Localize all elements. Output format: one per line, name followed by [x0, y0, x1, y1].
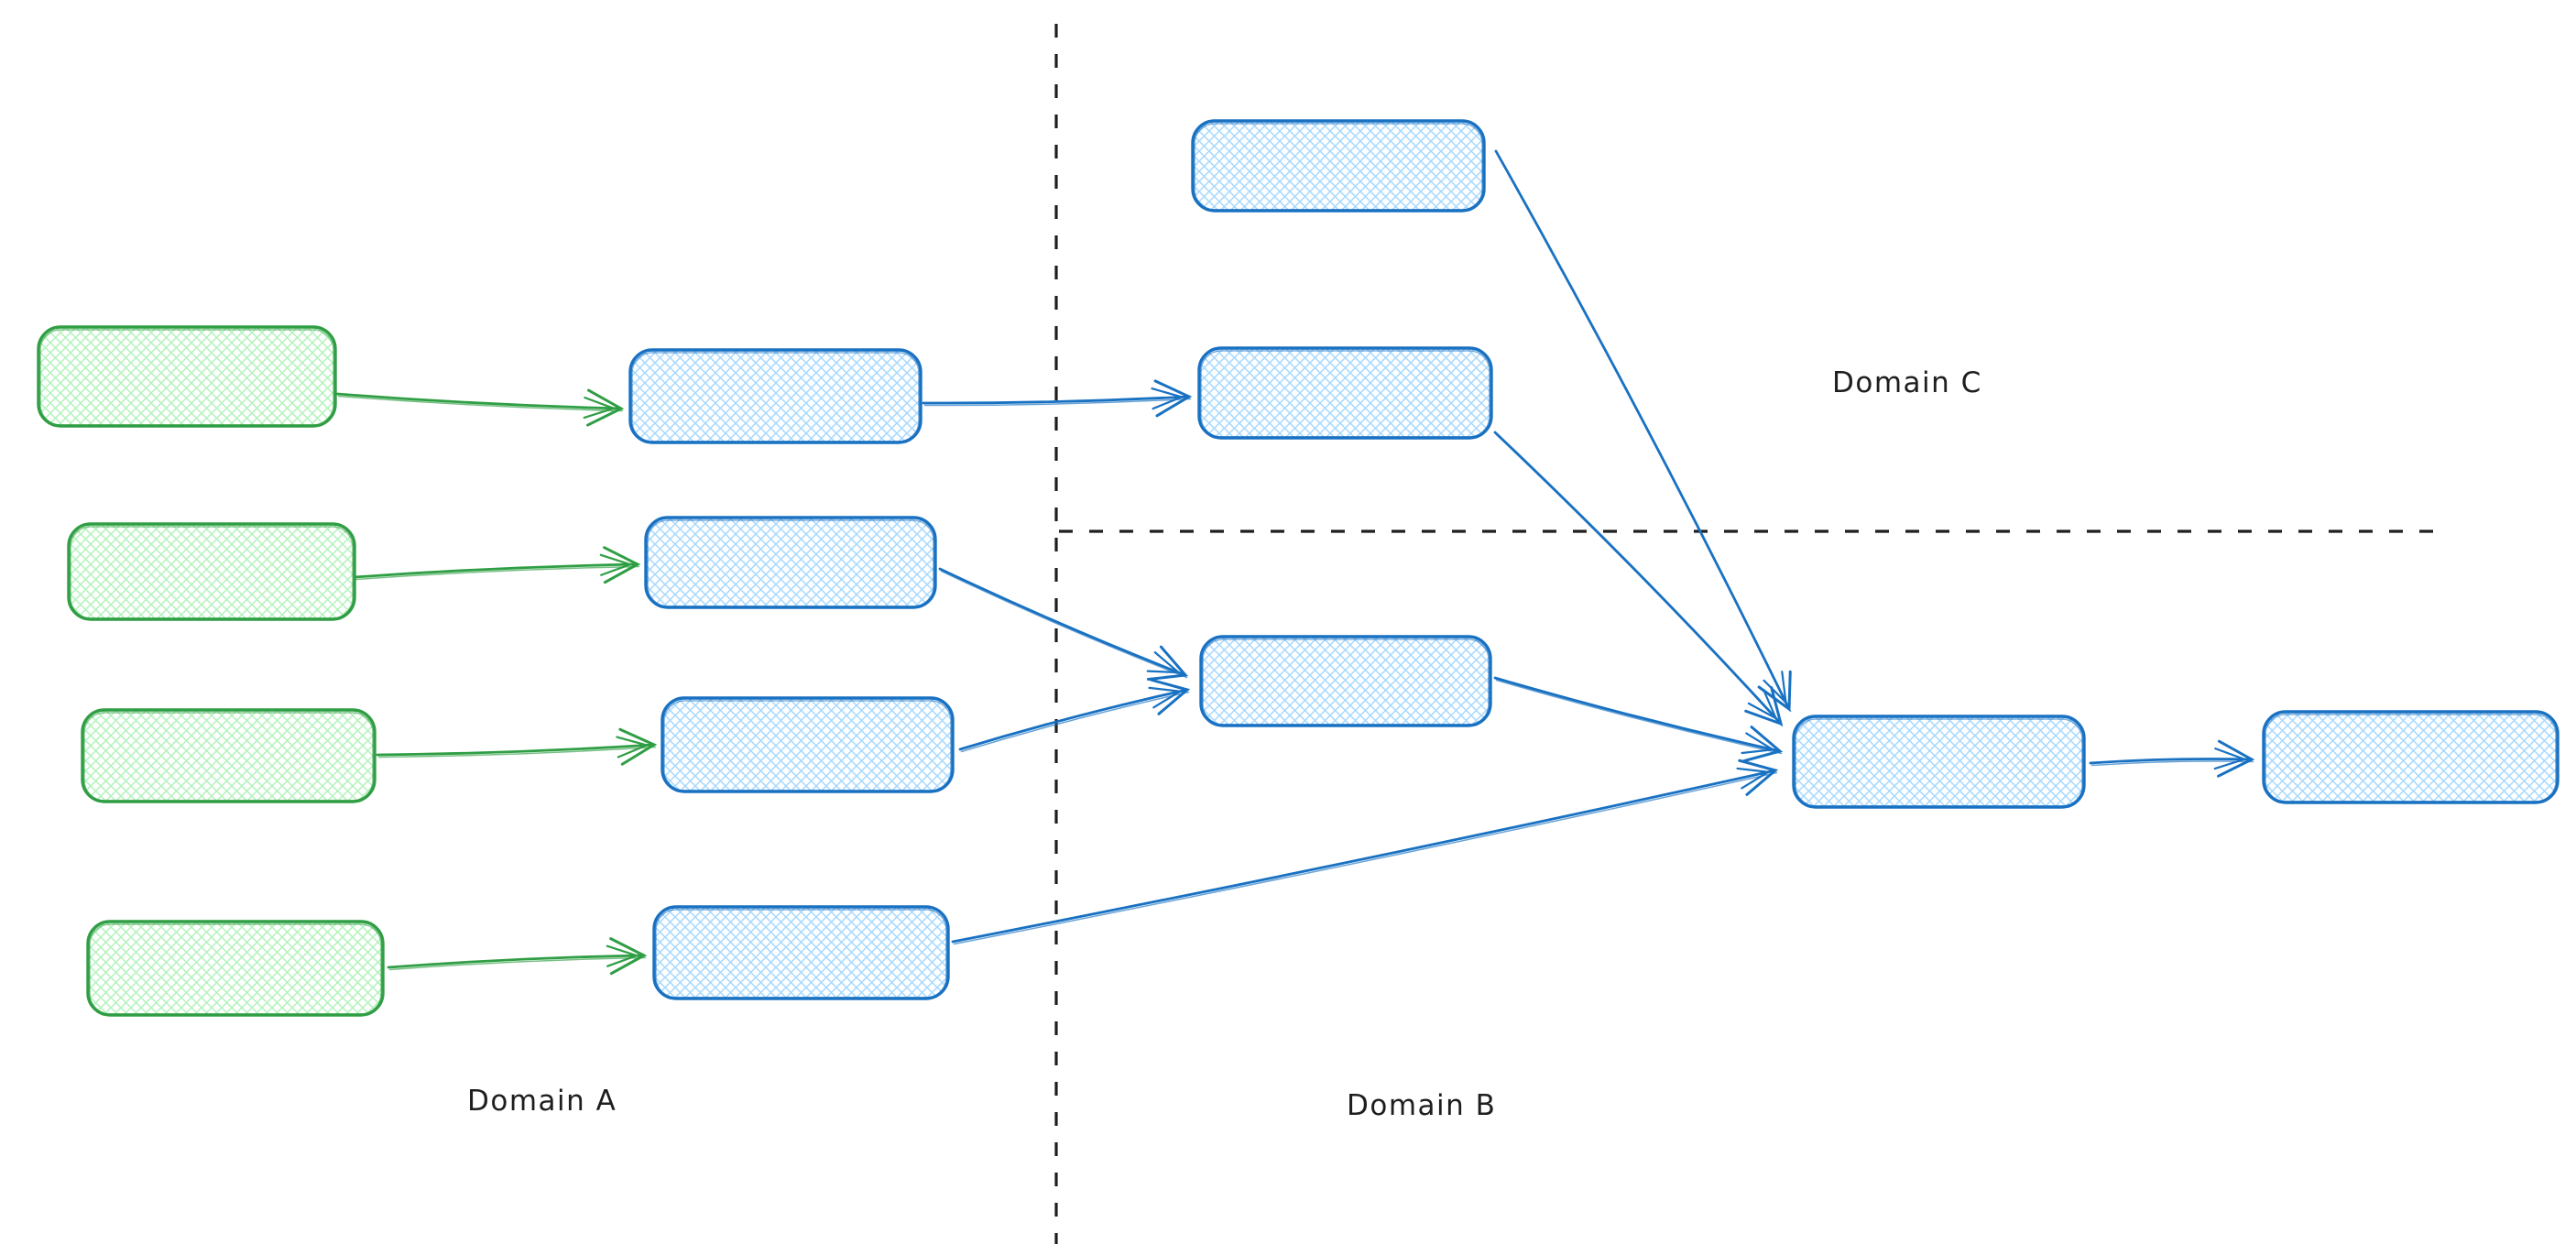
node-source-a2 [67, 522, 356, 621]
node-source-a3 [81, 708, 377, 803]
node-source-a4 [86, 920, 385, 1017]
edge-node-c1-to-hub-b [1494, 149, 1792, 713]
edge-proc-a1-to-node-c2 [922, 379, 1193, 418]
label-domain-a: Domain A [467, 1085, 617, 1118]
node-output-b [2262, 710, 2560, 804]
node-proc-a2 [644, 516, 937, 609]
edge-source-a4-to-proc-a4 [387, 937, 648, 976]
node-proc-a1 [628, 348, 922, 444]
edge-proc-a2-to-node-b1 [938, 567, 1188, 682]
edge-hub-b-to-output-b [2089, 739, 2255, 778]
node-proc-a4 [652, 905, 950, 1000]
node-proc-a3 [660, 696, 955, 793]
edge-source-a2-to-proc-a2 [353, 546, 641, 584]
edge-proc-a4-to-hub-b [951, 758, 1779, 945]
label-domain-b: Domain B [1347, 1089, 1496, 1122]
node-node-c1 [1191, 119, 1486, 213]
edge-node-c2-to-hub-b [1493, 431, 1784, 727]
node-node-c2 [1197, 346, 1493, 440]
edge-proc-a3-to-node-b1 [958, 678, 1191, 753]
label-domain-c: Domain C [1832, 366, 1982, 399]
node-hub-b [1792, 715, 2086, 809]
edge-source-a1-to-proc-a1 [335, 388, 625, 427]
edge-node-b1-to-hub-b [1493, 676, 1784, 763]
node-source-a1 [37, 325, 337, 428]
node-node-b1 [1199, 635, 1492, 727]
edge-source-a3-to-proc-a3 [376, 727, 658, 766]
